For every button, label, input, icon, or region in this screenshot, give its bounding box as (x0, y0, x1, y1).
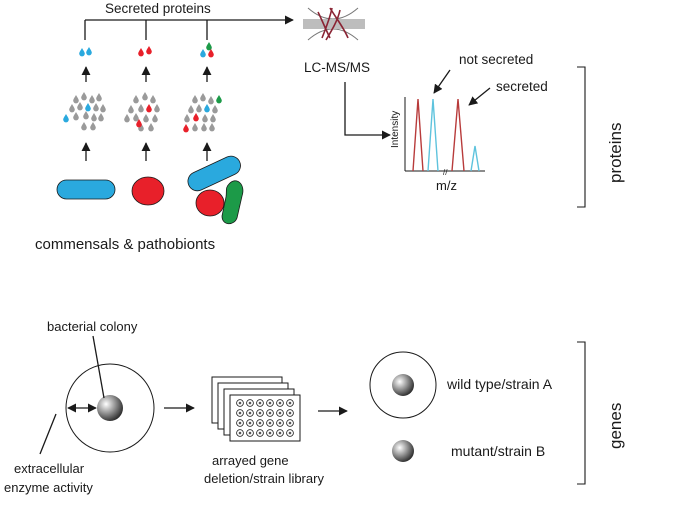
arrayed-library-plates (211, 376, 301, 442)
plate-wells (236, 399, 294, 437)
annotation-secreted: secreted (496, 79, 548, 94)
bacterial-colony (97, 395, 123, 421)
drop-icon (138, 48, 144, 57)
bottom-panel: bacterial colony extracellular enzyme ac… (4, 319, 625, 495)
proteins-side-label: proteins (606, 123, 625, 183)
well-colony (288, 431, 292, 435)
peak-blue-2 (470, 145, 480, 172)
mass-spectrum: // Intensity m/z not secreted secreted (390, 52, 548, 193)
annotation-not-secreted: not secreted (459, 52, 533, 67)
enzyme-label-line1: extracellular (14, 461, 85, 476)
spectrum-xlabel: m/z (436, 178, 457, 193)
genes-side-label: genes (606, 403, 625, 449)
well-colony (258, 401, 262, 405)
not-secreted-pointer (433, 69, 451, 94)
secreted-proteins-label: Secreted proteins (105, 1, 211, 16)
bacterium-blue-rod-mixed (187, 155, 241, 192)
secreted-pointer (468, 87, 491, 106)
protein-cluster-3 (183, 93, 222, 133)
enzyme-label-line2: enzyme activity (4, 480, 93, 495)
well-colony (248, 401, 252, 405)
well-colony (238, 411, 242, 415)
colony-pointer (92, 335, 105, 399)
bacterium-blue-rod (56, 179, 116, 200)
well-colony (268, 421, 272, 425)
mutant-label: mutant/strain B (451, 443, 545, 459)
spectrum-ylabel: Intensity (390, 111, 401, 148)
well-colony (278, 411, 282, 415)
well-colony (248, 431, 252, 435)
instrument-label: LC-MS/MS (304, 60, 370, 75)
well-colony (238, 401, 242, 405)
wild-type-colony (392, 374, 414, 396)
lc-ms-instrument-icon (303, 7, 365, 41)
top-panel: Secreted proteins LC-MS/MS // Intensity … (35, 1, 625, 253)
axis-break: // (443, 168, 448, 177)
drop-icon (86, 47, 92, 56)
drop-icon (146, 46, 152, 55)
well-colony (248, 421, 252, 425)
well-colony (268, 401, 272, 405)
well-colony (268, 411, 272, 415)
mutant-colony (392, 440, 414, 462)
well-colony (278, 401, 282, 405)
well-colony (258, 421, 262, 425)
secreted-proteins-connector (84, 15, 294, 40)
wild-type-label: wild type/strain A (446, 376, 553, 392)
well-colony (288, 421, 292, 425)
well-colony (288, 411, 292, 415)
drop-icon (79, 48, 85, 57)
well-colony (258, 431, 262, 435)
lc-ms-to-spectrum-arrow (344, 82, 391, 140)
peak-red-1 (412, 98, 424, 172)
protein-cluster-2 (124, 92, 160, 132)
proteins-bracket (577, 66, 586, 208)
protein-cluster-1 (63, 92, 106, 131)
organisms-label: commensals & pathobionts (35, 236, 215, 253)
colony-label: bacterial colony (47, 319, 138, 334)
enzyme-activity-pointer (39, 413, 57, 455)
well-colony (248, 411, 252, 415)
bacterium-green-curved (221, 180, 244, 225)
library-label-line1: arrayed gene (212, 453, 289, 468)
secreted-droplets (79, 42, 214, 58)
well-colony (238, 421, 242, 425)
well-colony (258, 411, 262, 415)
bacterium-red-coccus (131, 176, 165, 206)
genes-bracket (577, 341, 586, 485)
well-colony (278, 421, 282, 425)
well-colony (268, 431, 272, 435)
peak-blue-1 (427, 98, 439, 172)
well-colony (278, 431, 282, 435)
well-colony (238, 431, 242, 435)
well-colony (288, 401, 292, 405)
peak-red-2 (451, 98, 465, 172)
drop-icon (200, 49, 206, 58)
bacterium-red-coccus-mixed (195, 189, 225, 217)
library-label-line2: deletion/strain library (204, 471, 324, 486)
